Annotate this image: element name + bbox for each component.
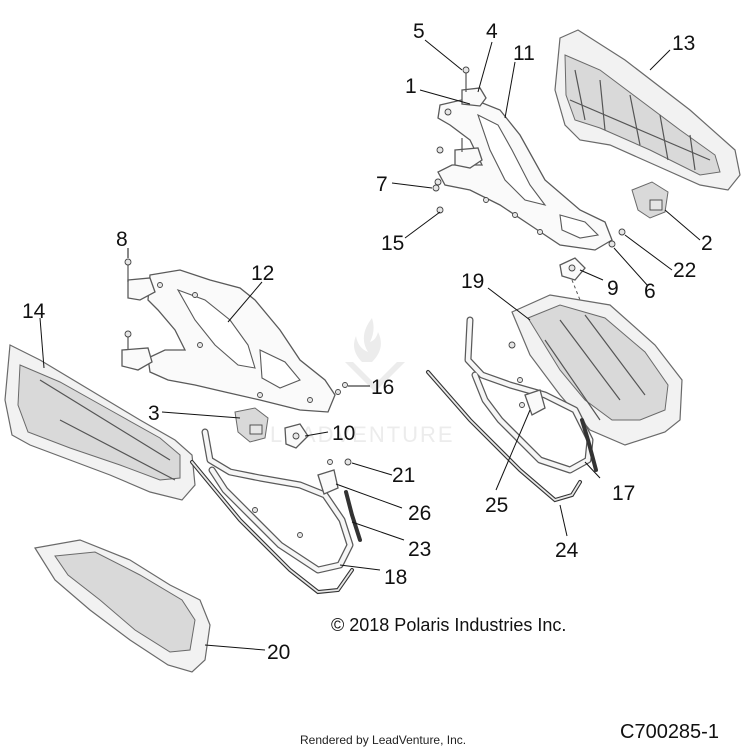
callout-20: 20	[267, 641, 290, 664]
part-24-seal-right	[426, 370, 598, 503]
part-19-inner-door-panel-right	[511, 294, 683, 446]
callout-10: 10	[332, 422, 355, 445]
part-16-fastener	[342, 382, 348, 388]
leader-lines	[39, 39, 701, 651]
callout-15: 15	[381, 232, 404, 255]
callouts: 5 4 11 13 1 7 15 2 22 9 6 8 12 14 19 16 …	[22, 20, 713, 664]
copyright-notice: © 2018 Polaris Industries Inc.	[331, 615, 567, 635]
part-3-latch-left	[234, 407, 269, 443]
callout-22: 22	[673, 259, 696, 282]
callout-13: 13	[672, 32, 695, 55]
callout-21: 21	[392, 464, 415, 487]
part-9-striker	[559, 257, 586, 301]
rendered-by-credit: Rendered by LeadVenture, Inc.	[300, 733, 467, 747]
part-21-fastener	[344, 458, 352, 466]
callout-24: 24	[555, 539, 579, 562]
part-14-outer-door-panel-left	[4, 344, 196, 501]
watermark-logo	[345, 318, 405, 392]
part-10-striker-left	[284, 423, 309, 449]
part-4-hinge-right-upper	[461, 66, 487, 107]
part-20-lower-door-panel-left	[34, 539, 211, 673]
part-23-seal-left	[190, 460, 362, 595]
callout-26: 26	[408, 502, 431, 525]
callout-2: 2	[701, 232, 713, 255]
callout-14: 14	[22, 300, 46, 323]
callout-18: 18	[384, 566, 407, 589]
callout-6: 6	[644, 280, 656, 303]
callout-25: 25	[485, 494, 508, 517]
callout-4: 4	[486, 20, 498, 43]
part-8-hinge-left-upper	[124, 258, 156, 301]
part-16-fastener-2	[335, 389, 341, 395]
callout-1: 1	[405, 75, 417, 98]
part-8-hinge-left-lower	[121, 330, 153, 371]
callout-16: 16	[371, 376, 394, 399]
part-25-bracket	[519, 389, 546, 416]
callout-12: 12	[251, 262, 274, 285]
part-18-tube-frame-left	[201, 428, 354, 574]
callout-5: 5	[413, 20, 425, 43]
diagram-code: C700285-1	[620, 721, 719, 743]
part-2-latch-handle	[631, 181, 669, 219]
callout-11: 11	[513, 42, 535, 65]
part-7-fastener	[432, 184, 440, 192]
part-12-door-frame-left	[147, 269, 336, 413]
part-22-fastener	[618, 228, 626, 236]
callout-9: 9	[607, 277, 619, 300]
part-6-fastener	[608, 240, 616, 248]
callout-19: 19	[461, 270, 484, 293]
part-13-outer-door-panel-right	[554, 29, 741, 191]
callout-8: 8	[116, 228, 128, 251]
part-15-fastener	[436, 206, 444, 214]
part-4-hinge-right-lower	[454, 138, 483, 169]
callout-17: 17	[612, 482, 635, 505]
callout-3: 3	[148, 402, 160, 425]
part-11-door-frame-right	[434, 97, 613, 251]
part-26-bracket	[317, 459, 339, 495]
callout-7: 7	[376, 173, 388, 196]
callout-23: 23	[408, 538, 431, 561]
